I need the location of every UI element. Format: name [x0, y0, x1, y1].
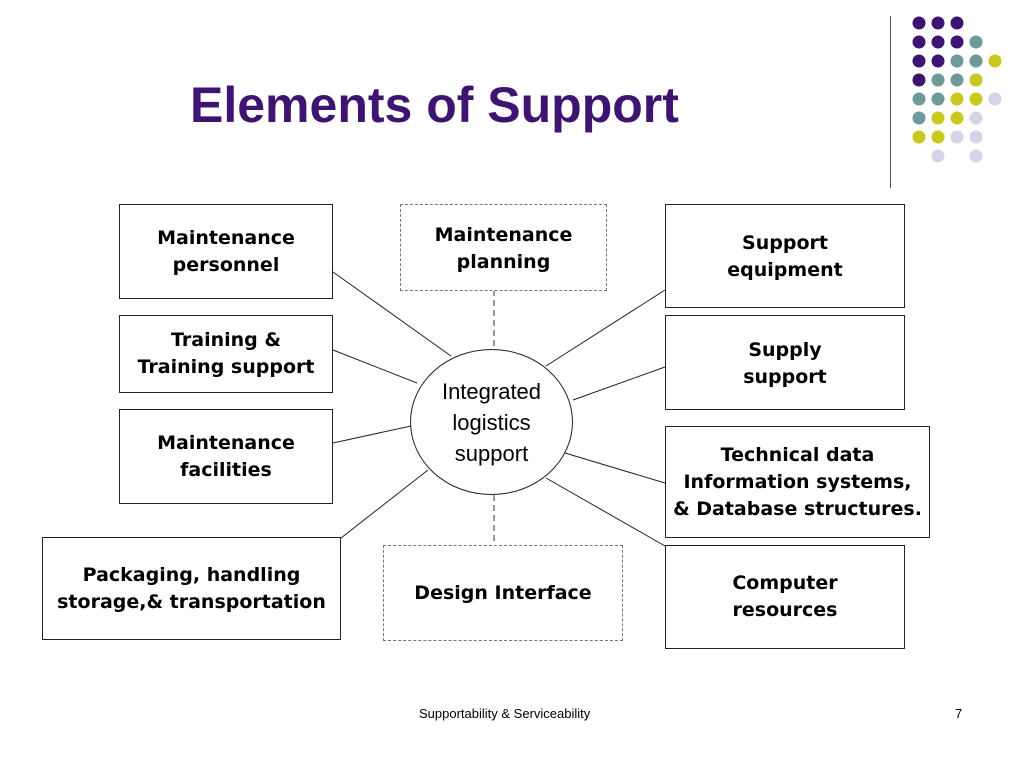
decorative-dot	[969, 35, 983, 49]
box-support-equipment-label: Support equipment	[727, 232, 843, 281]
box-maintenance-personnel: Maintenance personnel	[119, 204, 333, 299]
decorative-dot	[950, 130, 964, 144]
decorative-dot	[931, 130, 945, 144]
decorative-dot	[969, 54, 983, 68]
box-packaging: Packaging, handling storage,& transporta…	[42, 537, 341, 640]
connector-supply-support	[572, 366, 666, 401]
box-maintenance-personnel-label: Maintenance personnel	[157, 226, 295, 276]
decorative-dot	[969, 149, 983, 163]
box-support-equipment: Support equipment	[665, 204, 905, 308]
decorative-dot	[950, 16, 964, 30]
box-training: Training & Training support	[119, 315, 333, 393]
decorative-dot	[950, 54, 964, 68]
box-technical-data-label: Technical data Information systems, & Da…	[673, 443, 922, 520]
footer-text: Supportability & Serviceability	[419, 706, 591, 721]
box-maintenance-facilities: Maintenance facilities	[119, 409, 333, 504]
decorative-dot	[969, 130, 983, 144]
decorative-dot	[950, 92, 964, 106]
slide-title: Elements of Support	[190, 77, 679, 133]
decorative-dot	[931, 16, 945, 30]
decorative-dot	[912, 54, 926, 68]
box-maintenance-facilities-label: Maintenance facilities	[157, 431, 295, 481]
connector-packaging	[340, 469, 429, 539]
title-divider-line	[890, 16, 891, 188]
decorative-dot	[969, 111, 983, 125]
decorative-dot	[950, 111, 964, 125]
box-design-interface-label: Design Interface	[414, 581, 592, 604]
box-maintenance-planning: Maintenance planning	[400, 204, 607, 291]
decorative-dot	[969, 73, 983, 87]
box-packaging-label: Packaging, handling storage,& transporta…	[57, 563, 326, 613]
decorative-dot	[931, 92, 945, 106]
box-training-label: Training & Training support	[137, 329, 315, 378]
decorative-dot	[931, 73, 945, 87]
box-supply-support: Supply support	[665, 315, 905, 410]
decorative-dot	[912, 73, 926, 87]
decorative-dot	[912, 16, 926, 30]
box-maintenance-planning-label: Maintenance planning	[434, 224, 573, 273]
center-hub-label: Integrated logistics support	[441, 378, 542, 466]
connector-maintenance-facilities	[332, 425, 412, 444]
decorative-dot	[912, 111, 926, 125]
box-design-interface: Design Interface	[383, 545, 623, 641]
connector-support-equipment	[545, 289, 666, 367]
decorative-dot	[988, 54, 1002, 68]
connector-technical-data	[564, 452, 666, 484]
decorative-dot	[912, 35, 926, 49]
page-number: 7	[955, 706, 963, 721]
box-computer-resources-label: Computer resources	[732, 572, 838, 621]
decorative-dot	[931, 111, 945, 125]
decorative-dot	[969, 92, 983, 106]
decorative-dot	[931, 149, 945, 163]
decorative-dot	[931, 54, 945, 68]
connector-computer-resources	[545, 477, 666, 547]
box-computer-resources: Computer resources	[665, 545, 905, 649]
box-technical-data: Technical data Information systems, & Da…	[665, 426, 930, 538]
decorative-dot	[912, 92, 926, 106]
box-supply-support-label: Supply support	[743, 339, 827, 388]
decorative-dot	[931, 35, 945, 49]
decorative-dot	[912, 130, 926, 144]
connector-maintenance-personnel	[332, 271, 452, 357]
connector-training	[332, 349, 418, 384]
decorative-dot	[988, 92, 1002, 106]
decorative-dot	[950, 73, 964, 87]
center-hub: Integrated logistics support	[410, 349, 573, 495]
decorative-dot-grid	[912, 16, 1002, 163]
decorative-dot	[950, 35, 964, 49]
